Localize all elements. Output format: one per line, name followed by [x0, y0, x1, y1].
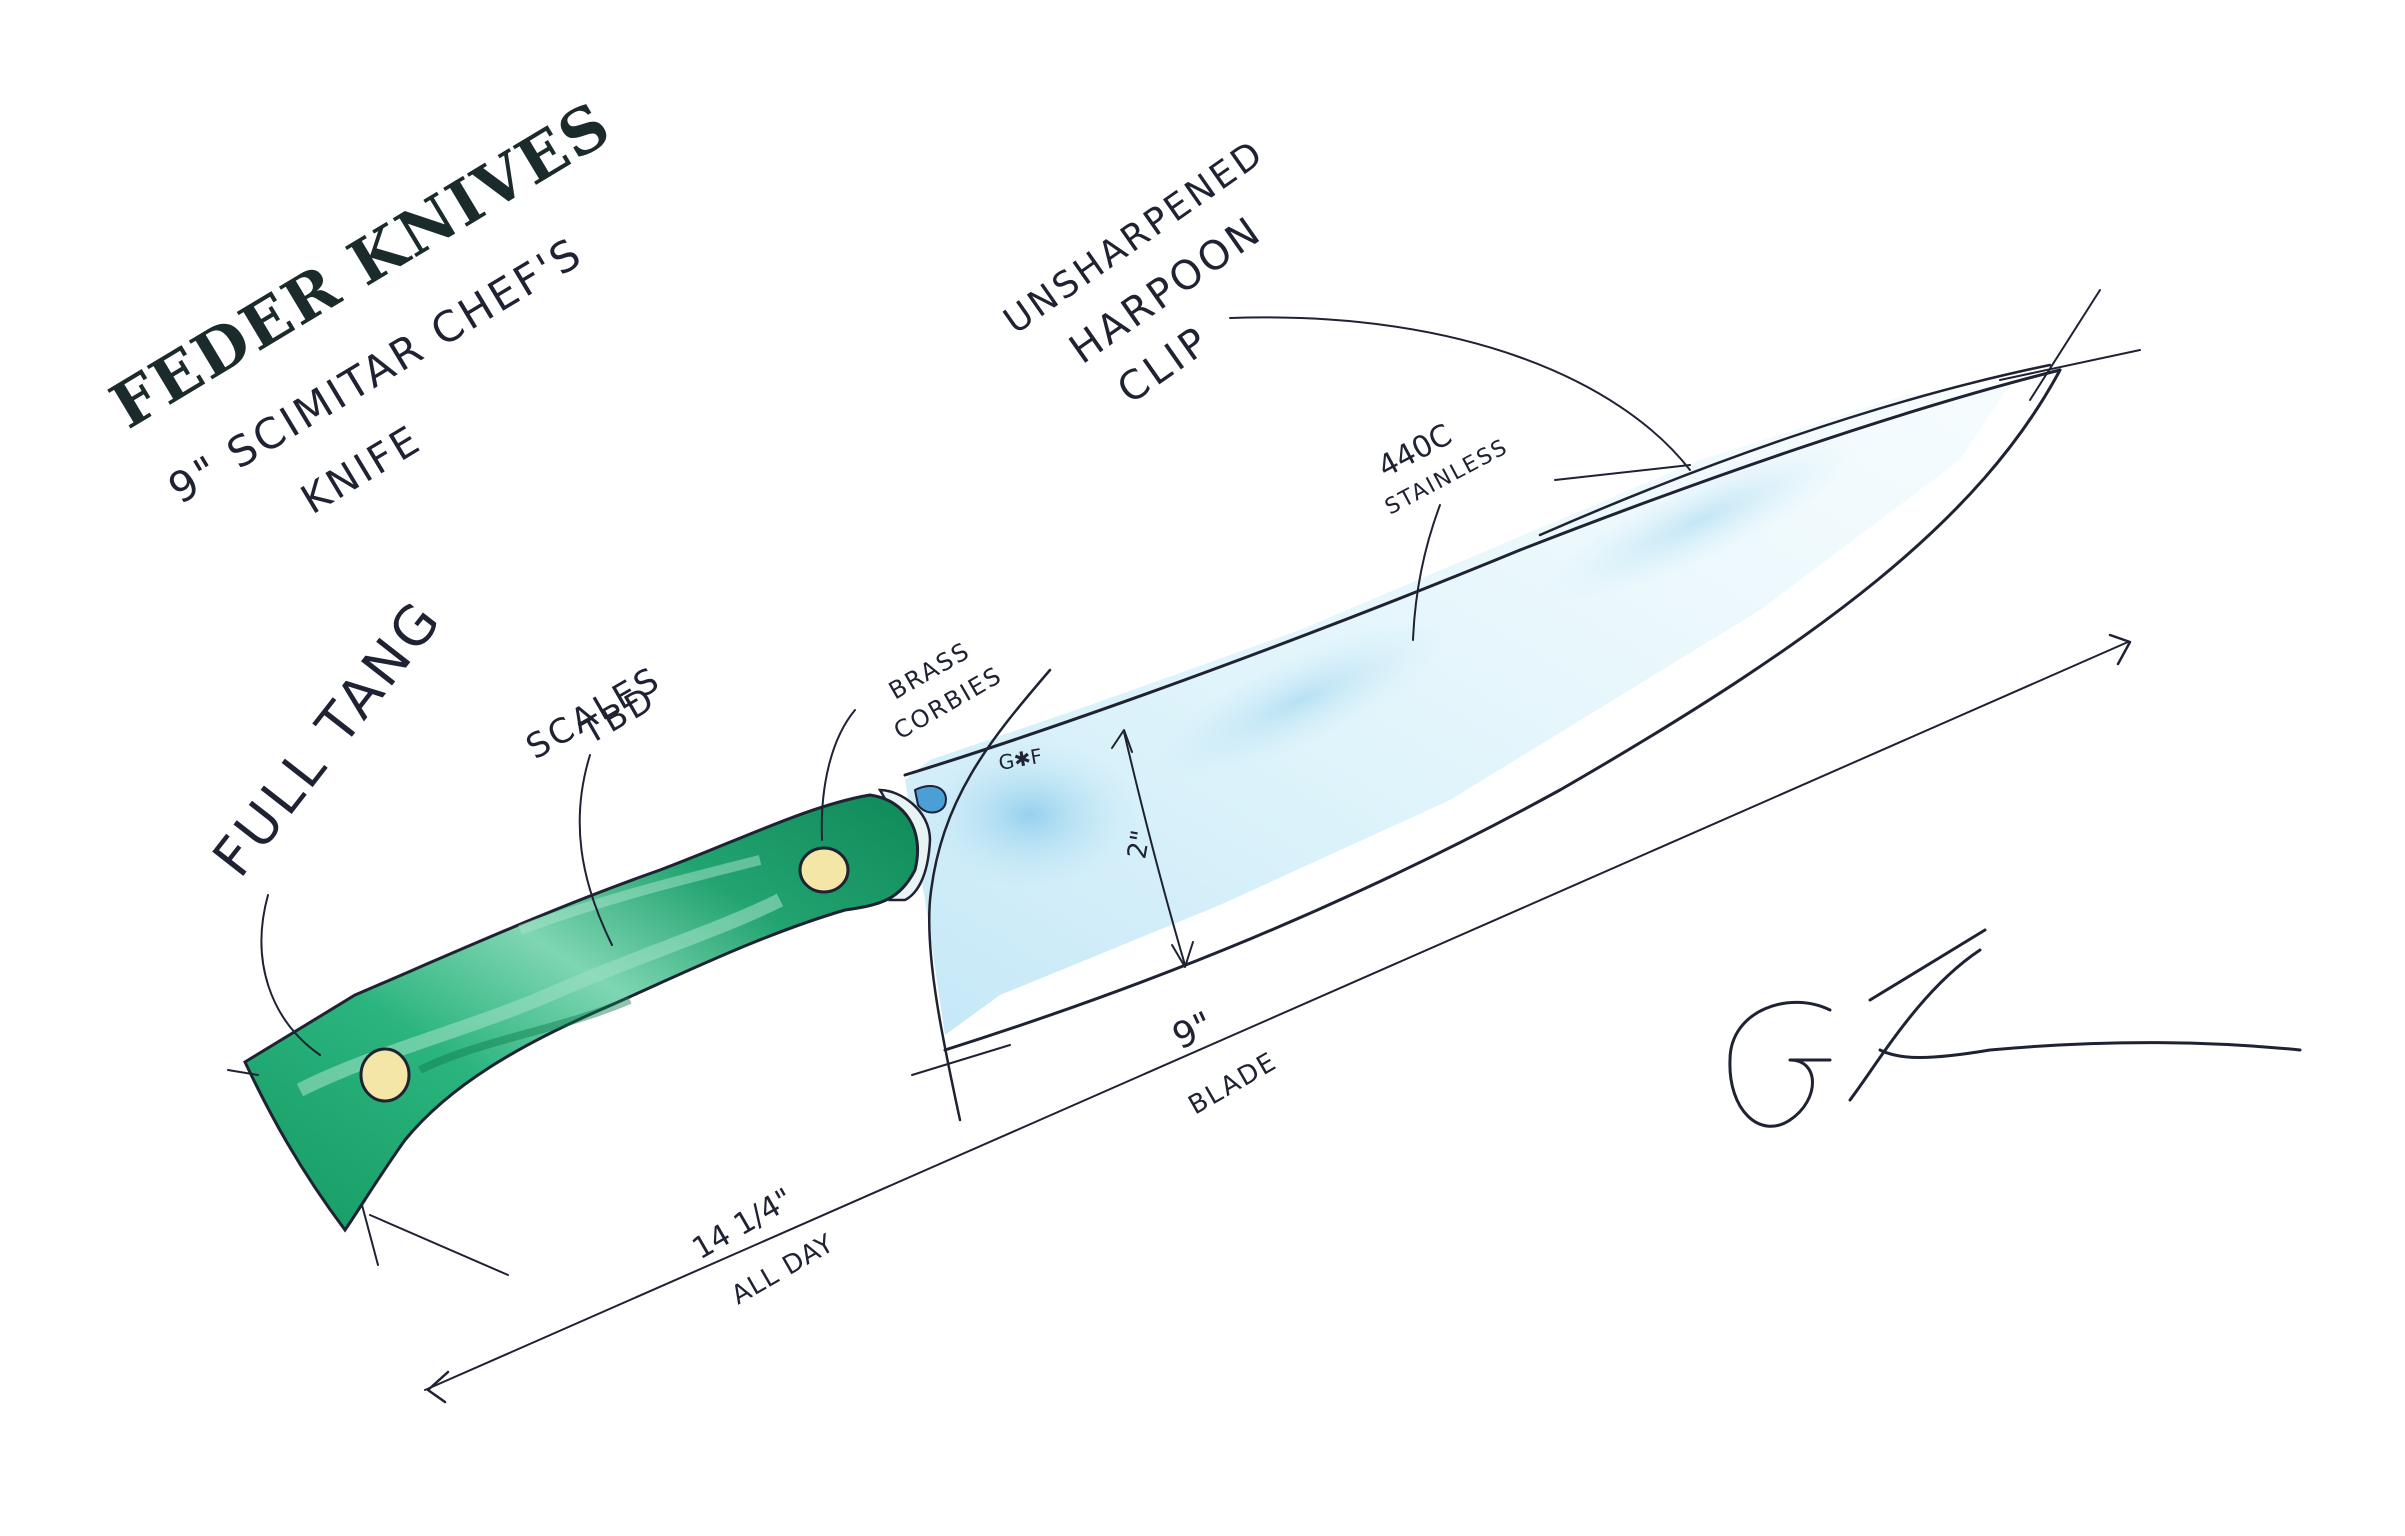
blade-wash-spot — [920, 740, 1140, 890]
brass-corby-pin — [798, 846, 850, 894]
blade-width-label: 2" — [1122, 828, 1156, 861]
heel-baseline — [911, 1044, 1011, 1076]
pommel-construction-line — [227, 1069, 259, 1076]
scales-leader-line — [578, 754, 613, 946]
brass-corby-pin — [359, 1047, 411, 1103]
tip-construction-line — [1999, 349, 2141, 381]
blade-edge — [943, 368, 2062, 1052]
steel-leader-line — [1412, 504, 1441, 641]
blade: G✱F — [903, 289, 2141, 1122]
width-arrow-bottom — [1171, 941, 1194, 968]
handle — [227, 793, 920, 1276]
corbies-leader-line — [820, 709, 856, 841]
length-arrow-left — [426, 1370, 450, 1404]
clip-leader-line — [1229, 316, 1691, 471]
handle-scale — [243, 793, 920, 1233]
length-dimension-line — [424, 641, 2129, 1391]
ricasso-line — [928, 668, 1052, 1122]
clip-construction-line — [1554, 464, 1691, 481]
tang-leader-line — [260, 894, 321, 1056]
signature-stroke — [1728, 1000, 1832, 1128]
handle-texture — [418, 996, 632, 1074]
handle-texture — [518, 855, 762, 935]
bolster-gem — [913, 785, 947, 814]
harpoon-clip-line — [1538, 363, 2052, 537]
signature — [1728, 928, 2302, 1128]
width-dimension-line — [1123, 731, 1186, 966]
blade-width-dimension: 2" — [1111, 729, 1194, 968]
length-arrow-right — [2108, 633, 2132, 666]
clip-callout: UNSHARPENED HARPOON CLIP — [997, 132, 1691, 471]
title-block: FEDER KNIVES 9" SCIMITAR CHEF'S KNIFE — [98, 87, 623, 523]
tip-construction-line — [2029, 289, 2101, 401]
blade-wash-spot — [1545, 439, 1855, 601]
signature-stroke — [1848, 928, 2302, 1102]
tang-label: FULL TANG — [201, 588, 455, 888]
blade-wash-spot — [1153, 621, 1447, 779]
pommel-construction-line — [369, 1214, 509, 1276]
pommel-construction-line — [361, 1204, 379, 1266]
width-arrow-top — [1111, 729, 1133, 753]
blade-spine — [903, 368, 2062, 777]
blade-length-label: 9" — [1166, 1004, 1219, 1058]
blade-length-sub: BLADE — [1184, 1047, 1283, 1122]
